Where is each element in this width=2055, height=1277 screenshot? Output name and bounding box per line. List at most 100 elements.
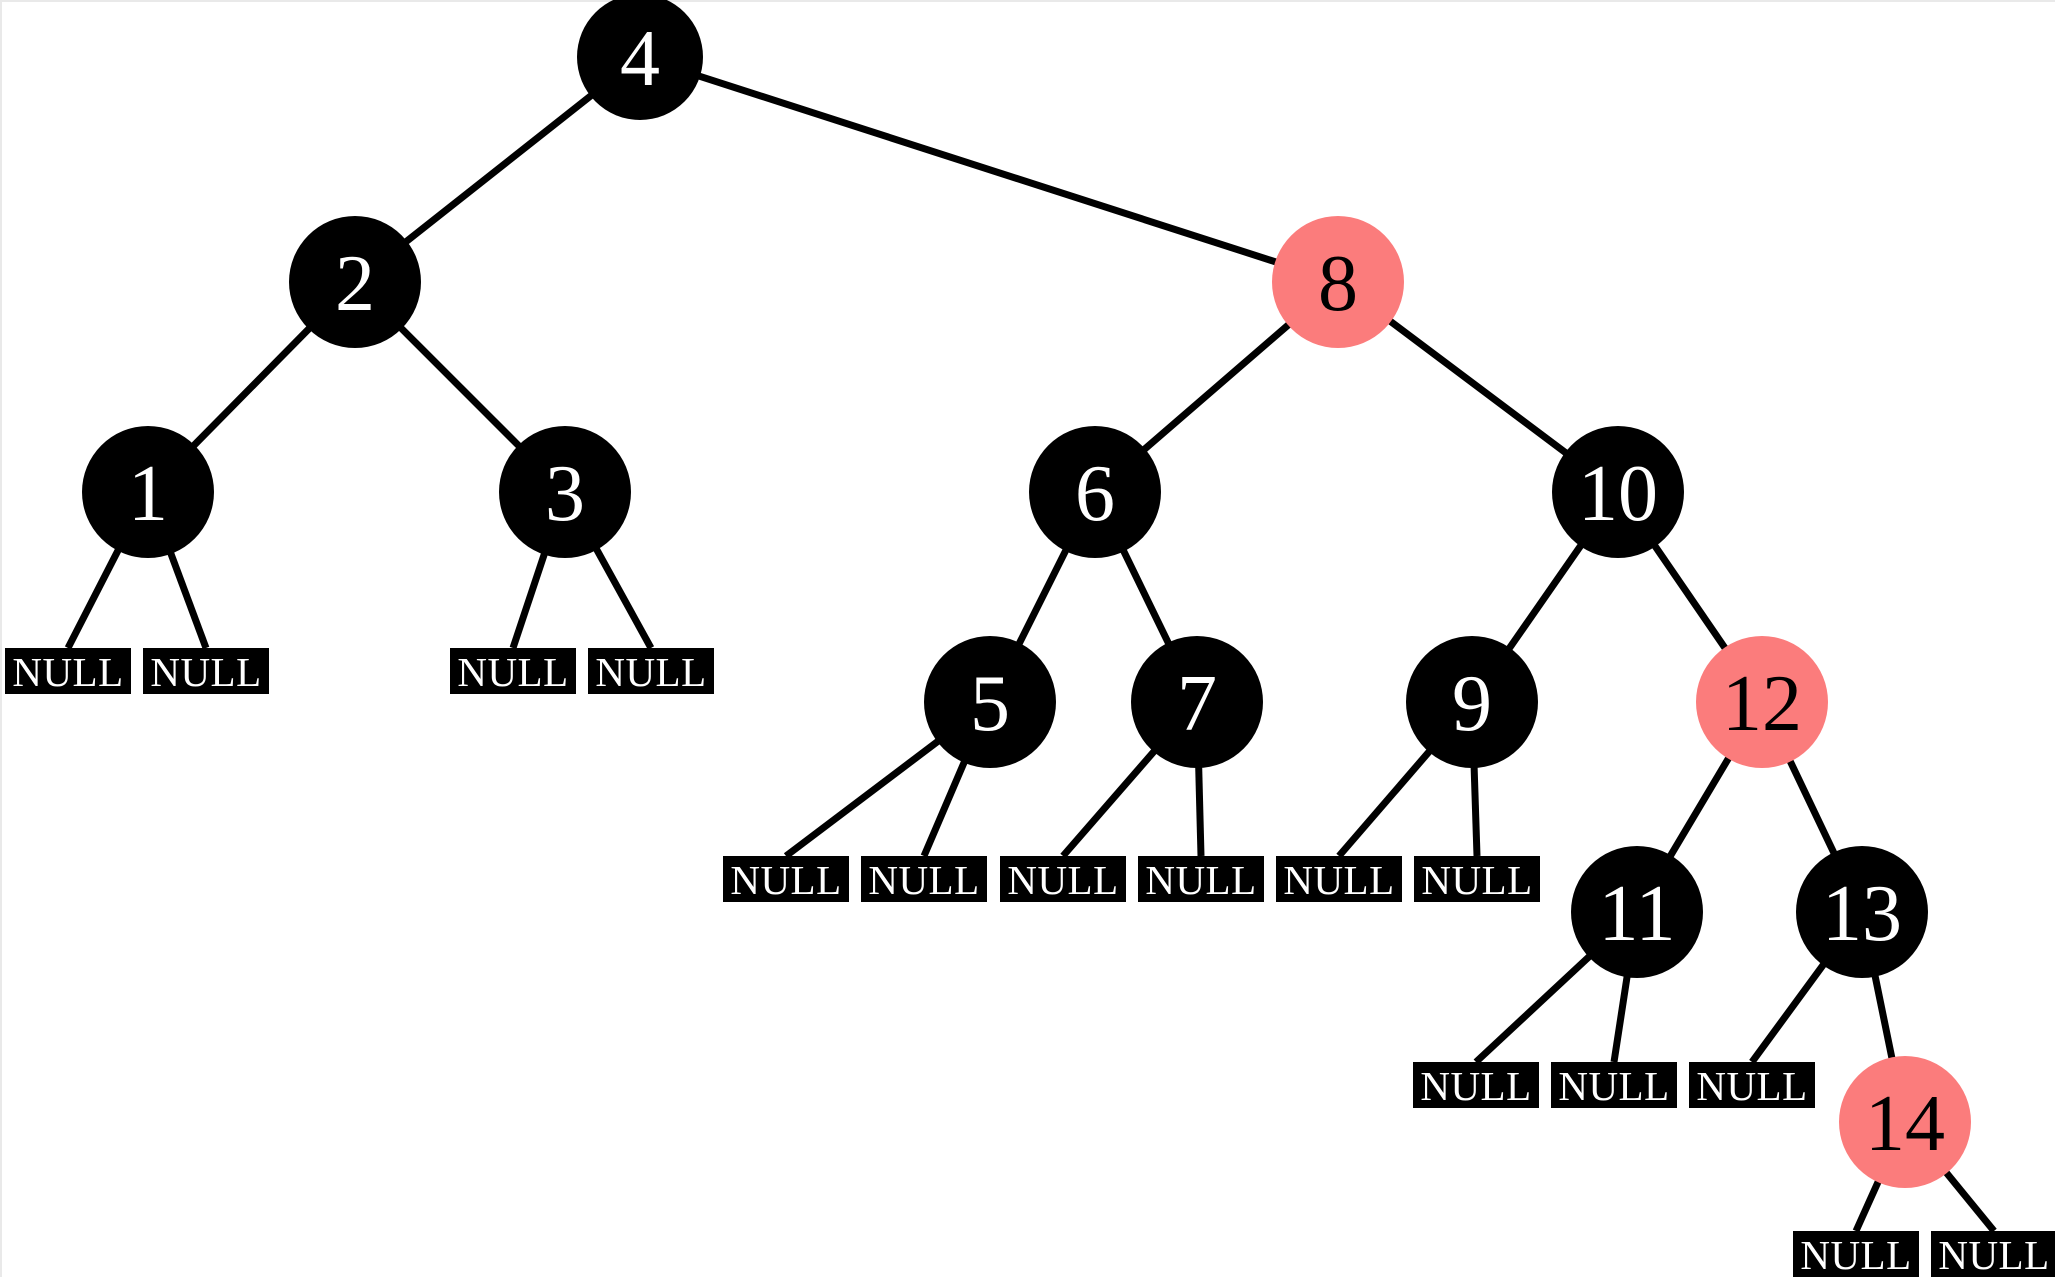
node-circle-black [1029,426,1161,558]
node-circle-black [1571,846,1703,978]
tree-node-8: 8 [1272,216,1404,348]
null-leaf-box [1931,1231,2055,1277]
null-leaf-box [1793,1231,1919,1277]
null-leaf: NULL [1931,1231,2055,1277]
tree-edge [188,322,315,452]
tree-edge [920,756,970,858]
node-label: 12 [1722,660,1802,748]
null-leaf-label: NULL [1007,857,1118,903]
null-leaf-label: NULL [1420,1063,1531,1109]
tree-edge [509,548,550,650]
null-leaf-box [5,648,131,694]
null-leaf: NULL [450,648,576,695]
node-circle-red [1839,1056,1971,1188]
tree-edge [1118,545,1174,649]
tree-node-10: 10 [1552,426,1684,558]
null-leaf: NULL [861,856,987,903]
canvas-top-border [0,0,2055,2]
tree-edge [400,90,597,248]
null-leaf-label: NULL [868,857,979,903]
node-label: 5 [970,660,1010,748]
tree-edge [1940,1166,1997,1234]
null-leaf: NULL [1414,856,1540,903]
null-leaf-label: NULL [730,857,841,903]
node-label: 8 [1318,240,1358,328]
node-label: 11 [1598,870,1675,958]
null-leaf: NULL [588,648,714,695]
tree-edge [783,735,944,859]
null-leaf-box [1000,856,1126,902]
node-label: 7 [1177,660,1217,748]
null-leaf-label: NULL [150,649,261,695]
tree-edge [1870,970,1897,1064]
null-leaf: NULL [5,648,131,695]
null-leaf-box [1414,856,1540,902]
node-circle-red [1696,636,1828,768]
node-circle-black [1552,426,1684,558]
tree-edge [1503,539,1587,655]
null-leaf-box [1551,1062,1677,1108]
null-leaf-box [1413,1062,1539,1108]
tree-edge [1195,762,1205,857]
node-circle-black [1796,846,1928,978]
tree-edge [1749,958,1829,1065]
tree-node-9: 9 [1406,636,1538,768]
null-leaf-label: NULL [1421,857,1532,903]
node-label: 4 [620,15,660,103]
tree-node-12: 12 [1696,636,1828,768]
null-leaf-label: NULL [1696,1063,1807,1109]
null-leaf-box [1138,856,1264,902]
node-circle-black [577,0,703,120]
node-circle-black [1406,636,1538,768]
tree-node-3: 3 [499,426,631,558]
tree-edge [1473,950,1595,1065]
node-circle-black [82,426,214,558]
node-label: 13 [1822,870,1902,958]
tree-node-4: 4 [577,0,703,120]
tree-edge [1014,544,1071,650]
canvas-left-border [0,0,2,1277]
tree-node-13: 13 [1796,846,1928,978]
null-leaf: NULL [143,648,269,695]
null-leaf-label: NULL [12,649,123,695]
null-leaf-box [450,648,576,694]
null-leaf-box [861,856,987,902]
tree-edge [395,322,525,452]
node-circle-red [1272,216,1404,348]
tree-edge [1649,540,1731,654]
null-leaf-box [1276,856,1402,902]
node-circle-black [1131,636,1263,768]
tree-edge [1784,755,1840,859]
null-leaf: NULL [1793,1231,1919,1277]
null-leaf-label: NULL [1938,1232,2049,1277]
tree-edge [1060,745,1160,859]
null-leaf: NULL [1413,1062,1539,1109]
tree-node-11: 11 [1571,846,1703,978]
null-leaf: NULL [1276,856,1402,903]
null-leaf-label: NULL [1558,1063,1669,1109]
tree-node-5: 5 [924,636,1056,768]
tree-node-6: 6 [1029,426,1161,558]
node-circle-black [924,636,1056,768]
tree-edge [1470,762,1481,857]
node-circle-black [499,426,631,558]
null-leaf-box [143,648,269,694]
null-leaf-box [588,648,714,694]
node-label: 3 [545,450,585,538]
tree-edge [1336,745,1435,859]
null-leaf-box [1689,1062,1815,1108]
tree-edge [694,71,1282,267]
tree-node-2: 2 [289,216,421,348]
edges-layer [64,71,1997,1234]
null-leaf: NULL [1138,856,1264,903]
null-boxes-layer: NULL NULL NULL NULL NULL NULL NULL NULL NULL NULL… [5,648,2055,1277]
tree-node-1: 1 [82,426,214,558]
node-label: 2 [335,240,375,328]
tree-edge [1665,752,1734,862]
node-label: 14 [1865,1080,1945,1168]
node-label: 1 [128,450,168,538]
tree-node-7: 7 [1131,636,1263,768]
